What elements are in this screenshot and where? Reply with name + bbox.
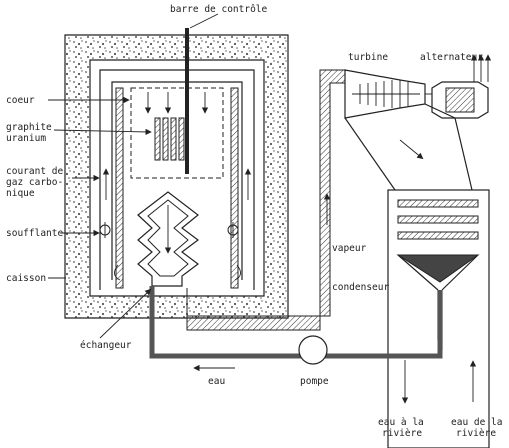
label-core: coeur (6, 95, 35, 106)
exhaust-duct (344, 103, 473, 191)
label-leaders (48, 13, 219, 339)
gas-duct (99, 69, 255, 290)
blower-right (227, 222, 239, 238)
label-gas-1: courant de (6, 166, 63, 177)
core-flow-arrows (144, 92, 209, 114)
label-to-river-1: eau à la (378, 417, 424, 428)
label-casing: caisson (6, 273, 46, 284)
graphite-uranium-stack (154, 117, 185, 161)
label-graphite-1: graphite (6, 122, 52, 133)
label-blower: soufflante (6, 228, 63, 239)
core-side-plate-left (115, 87, 124, 289)
label-gas-3: nique (6, 188, 35, 199)
label-steam: vapeur (332, 243, 367, 254)
label-exchanger: échangeur (80, 340, 132, 351)
gas-flow-arrows (102, 168, 252, 281)
heat-exchanger (137, 191, 199, 287)
label-water: eau (208, 376, 225, 387)
label-alternator: alternateur (420, 52, 483, 63)
label-from-river-2: rivière (456, 428, 496, 439)
pump (298, 335, 328, 365)
turbine (344, 69, 426, 119)
label-gas-2: gaz carbo- (6, 177, 63, 188)
label-control-rod: barre de contrôle (170, 4, 268, 15)
label-from-river-1: eau de la (451, 417, 502, 428)
blower-left (99, 222, 111, 238)
label-turbine: turbine (348, 52, 388, 63)
alternator (425, 54, 492, 119)
core-side-plate-right (230, 87, 239, 289)
label-graphite-2: uranium (6, 133, 46, 144)
label-to-river-2: rivière (382, 428, 422, 439)
river-flows (401, 360, 477, 404)
control-rod (185, 28, 189, 174)
label-pump: pompe (300, 376, 329, 387)
core-outline (130, 87, 224, 179)
label-condenser: condenseur (332, 282, 389, 293)
water-return-pipe (149, 286, 443, 372)
